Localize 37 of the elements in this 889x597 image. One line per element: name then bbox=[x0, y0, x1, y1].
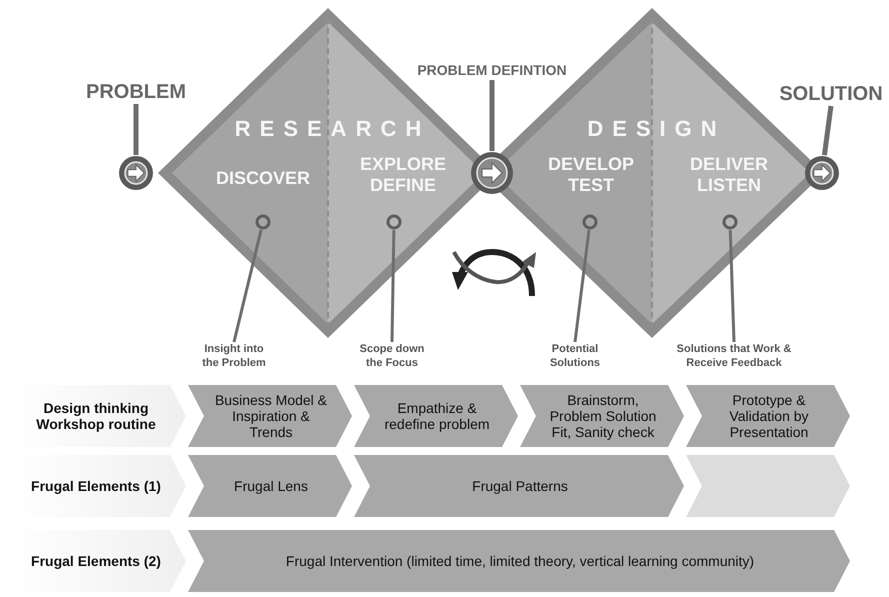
leader-line bbox=[728, 230, 736, 342]
row-header: Frugal Elements (2) bbox=[31, 553, 161, 569]
ring-marker bbox=[722, 214, 738, 230]
ring-marker bbox=[255, 214, 271, 230]
step-text: Frugal Patterns bbox=[472, 478, 568, 494]
step-text: Empathize & redefine problem bbox=[383, 400, 491, 432]
milestone-label: PROBLEM DEFINTION bbox=[404, 60, 580, 80]
outcome-caption: Solutions that Work & Receive Feedback bbox=[670, 342, 798, 370]
step-text: Brainstorm, Problem Solution Fit, Sanity check bbox=[548, 392, 658, 440]
row-header: Frugal Elements (1) bbox=[31, 478, 161, 494]
step-text: Frugal Lens bbox=[234, 478, 308, 494]
stage-label: DELIVER LISTEN bbox=[688, 154, 769, 196]
stage-label: EXPLORE DEFINE bbox=[358, 154, 448, 196]
phase-title: DESIGN bbox=[586, 116, 727, 142]
pin-line bbox=[490, 80, 494, 151]
leader-line bbox=[232, 229, 263, 342]
arrow-circle-icon bbox=[118, 155, 154, 191]
ring-marker bbox=[582, 214, 598, 230]
arrow-circle-icon bbox=[470, 151, 514, 195]
outcome-caption: Potential Solutions bbox=[540, 342, 610, 370]
stage-label: DEVELOP TEST bbox=[546, 154, 636, 196]
step-text: Business Model & Inspiration & Trends bbox=[214, 392, 328, 440]
leader-line bbox=[390, 230, 396, 342]
stage-label: DISCOVER bbox=[214, 168, 312, 189]
step-text: Prototype & Validation by Presentation bbox=[728, 392, 810, 440]
phase-title: RESEARCH bbox=[234, 116, 432, 142]
row-header: Design thinking Workshop routine bbox=[35, 400, 157, 432]
milestone-label: PROBLEM bbox=[76, 80, 196, 104]
milestone-label: SOLUTION bbox=[776, 82, 886, 106]
step-text: Frugal Intervention (limited time, limited theory, vertical learning community) bbox=[286, 553, 754, 569]
outcome-caption: Insight into the Problem bbox=[198, 342, 270, 370]
leader-line bbox=[574, 230, 590, 342]
arrow-circle-icon bbox=[804, 155, 840, 191]
ring-marker bbox=[386, 214, 402, 230]
outcome-caption: Scope down the Focus bbox=[354, 342, 430, 370]
pin-line bbox=[822, 106, 834, 156]
pin-line bbox=[134, 104, 138, 155]
